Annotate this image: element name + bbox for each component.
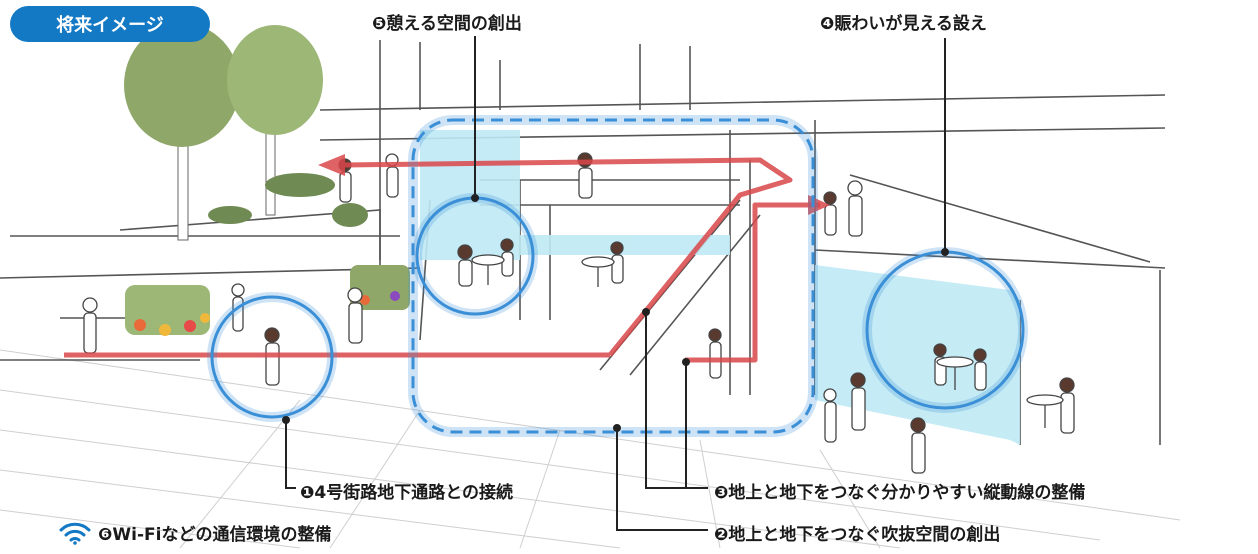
label-bustle-design: ❹賑わいが見える設え [820, 14, 987, 34]
building-lines [0, 40, 1166, 445]
atrium-outline [408, 115, 818, 437]
label-vertical-flow: ❸地上と地下をつなぐ分かりやすい縦動線の整備 [714, 483, 1086, 503]
route-arrows [64, 157, 820, 363]
leader-dots [282, 194, 949, 432]
cafe-tables [471, 254, 1064, 428]
label-atrium: ❷地上と地下をつなぐ吹抜空間の創出 [714, 525, 1001, 545]
ground-hatching [0, 349, 1181, 549]
label-rest-space: ❺憩える空間の創出 [372, 14, 522, 34]
label-wifi-network: ❻Wi-Fiなどの通信環境の整備 [98, 525, 332, 545]
future-image-badge: 将来イメージ [10, 6, 210, 42]
flower-planters [125, 265, 410, 336]
trees [124, 23, 368, 241]
leader-lines [285, 36, 946, 531]
glass-panels [420, 130, 1020, 445]
label-underpass-connection: ❶4号街路地下通路との接続 [300, 483, 514, 503]
wifi-icon [59, 522, 91, 545]
